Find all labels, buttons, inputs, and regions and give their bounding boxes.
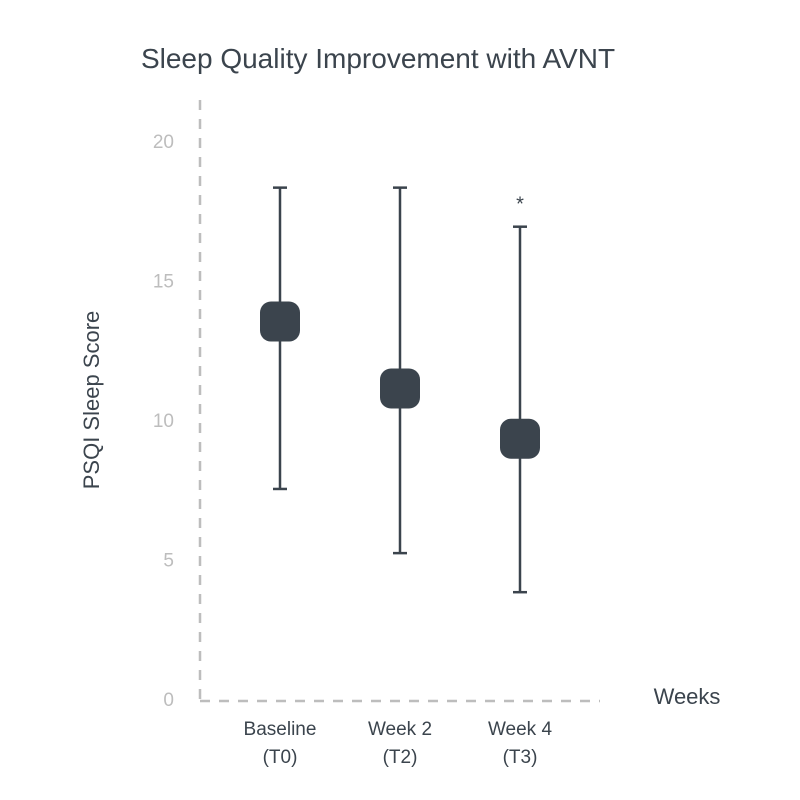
annotations: * <box>516 194 524 216</box>
data-point-marker <box>380 368 420 409</box>
data-point-marker <box>500 418 540 459</box>
significance-marker: * <box>516 194 524 216</box>
y-tick-label: 15 <box>153 272 174 293</box>
x-tick-label: Week 2 <box>368 719 432 740</box>
y-axis-label: PSQI Sleep Score <box>79 311 104 490</box>
y-tick-label: 10 <box>153 411 174 432</box>
x-tick-label: Baseline <box>244 719 317 740</box>
y-tick-label: 0 <box>163 690 174 711</box>
y-tick-label: 20 <box>153 132 174 153</box>
y-tick-label: 5 <box>163 551 174 572</box>
chart-title: Sleep Quality Improvement with AVNT <box>141 43 615 74</box>
x-ticks: Baseline (T0) Week 2 (T2) Week 4 (T3) <box>244 719 553 768</box>
data-point-marker <box>260 301 300 342</box>
markers <box>260 301 540 459</box>
x-tick-sublabel: (T3) <box>503 747 538 768</box>
x-axis-label: Weeks <box>654 684 721 709</box>
x-tick-label: Week 4 <box>488 719 553 740</box>
y-ticks: 0 5 10 15 20 <box>153 132 174 711</box>
x-tick-sublabel: (T0) <box>263 747 298 768</box>
x-tick-sublabel: (T2) <box>383 747 418 768</box>
